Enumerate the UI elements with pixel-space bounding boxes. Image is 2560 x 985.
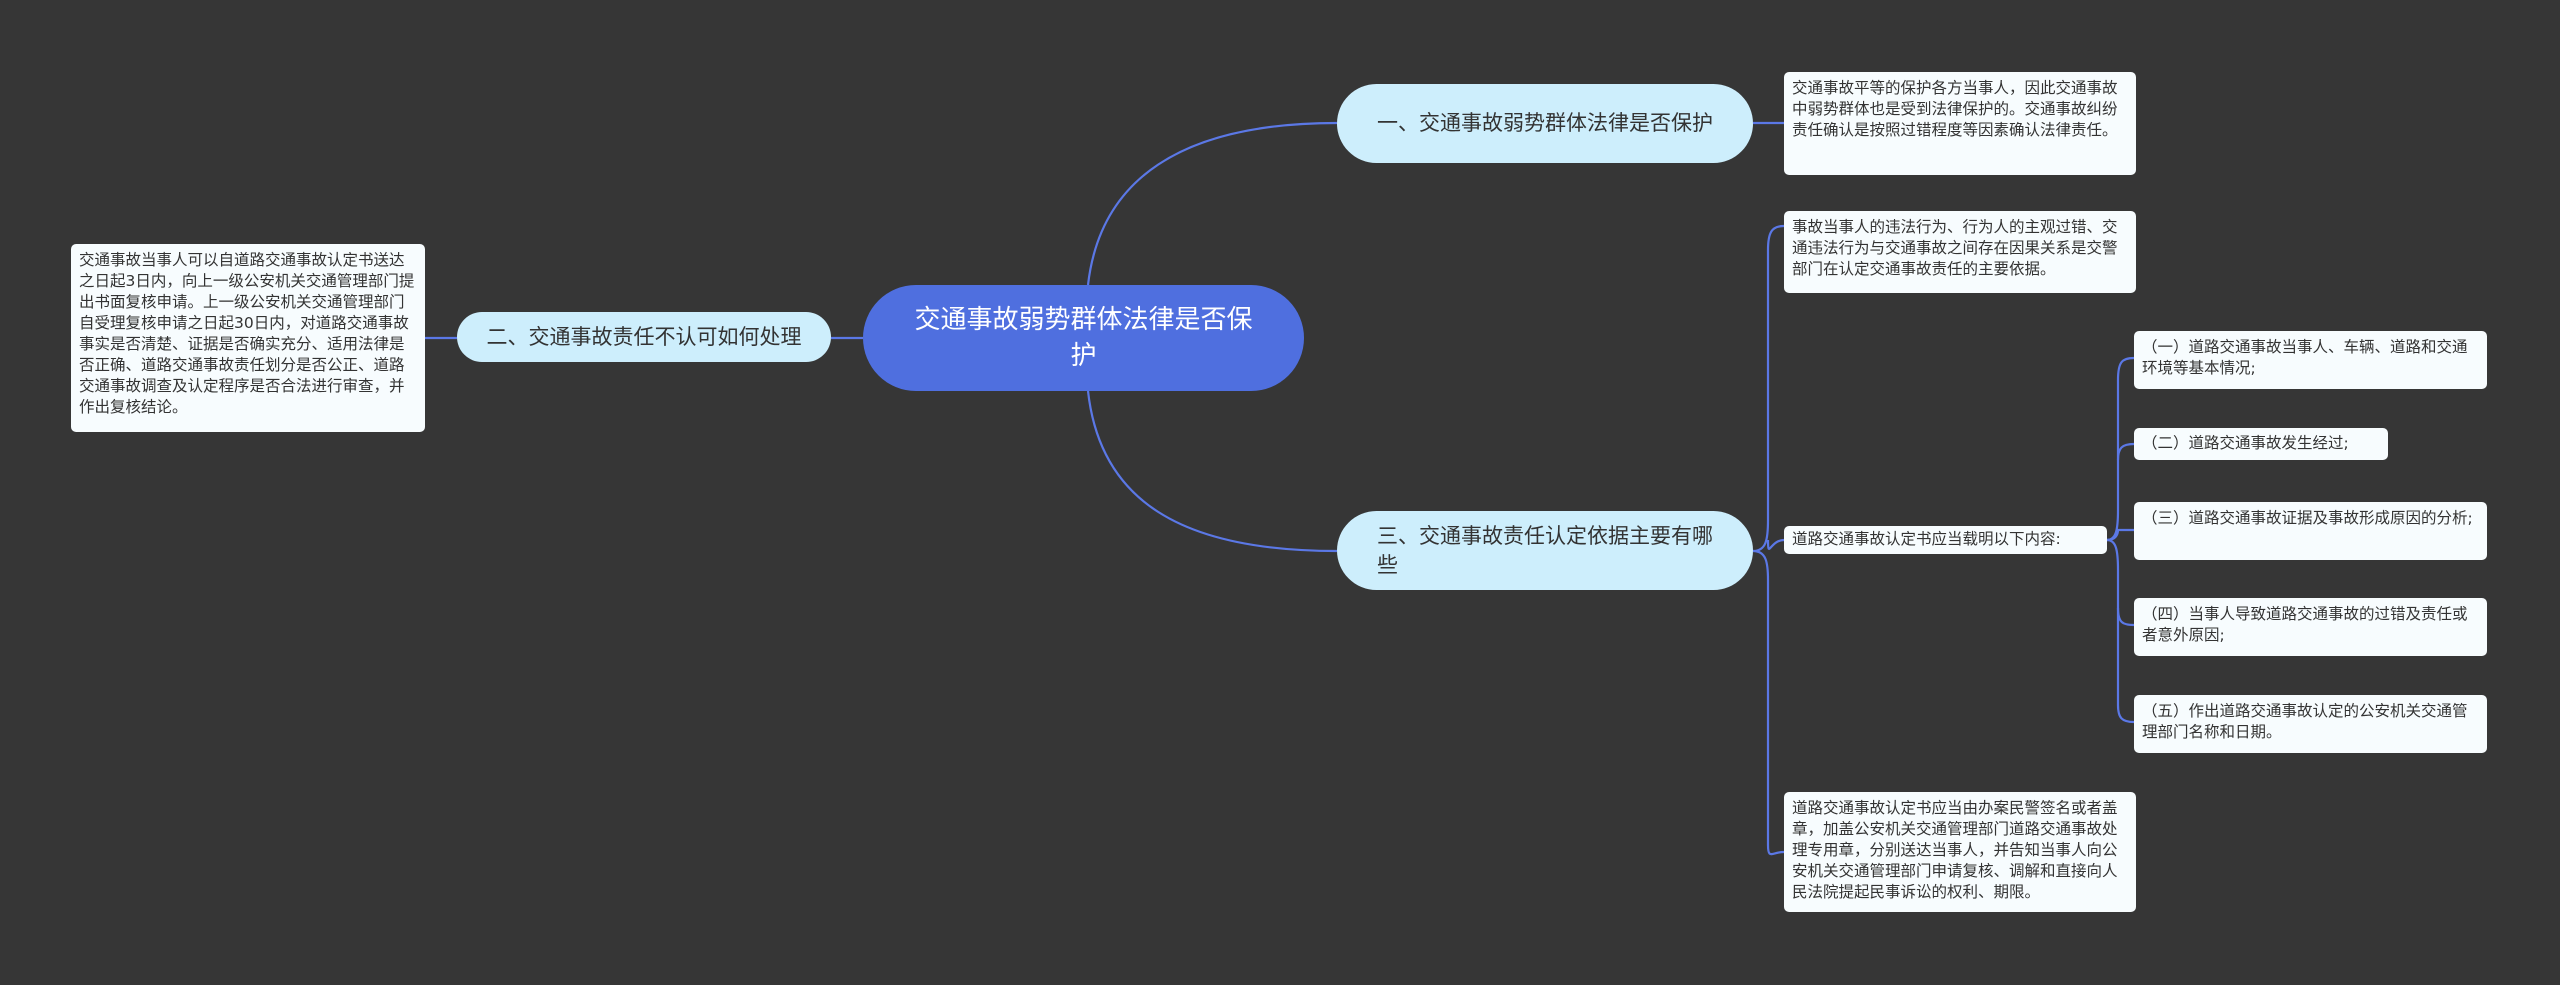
sub-item-5[interactable]: （五）作出道路交通事故认定的公安机关交通管理部门名称和日期。 [2134, 695, 2487, 753]
root-topic[interactable]: 交通事故弱势群体法律是否保护 [863, 285, 1304, 391]
sub-item-2[interactable]: （二）道路交通事故发生经过; [2134, 428, 2388, 460]
leaf-branch-1-detail[interactable]: 交通事故平等的保护各方当事人，因此交通事故中弱势群体也是受到法律保护的。交通事故… [1784, 72, 2136, 175]
leaf-branch-2-detail[interactable]: 交通事故当事人可以自道路交通事故认定书送达之日起3日内，向上一级公安机关交通管理… [71, 244, 425, 432]
sub-item-3[interactable]: （三）道路交通事故证据及事故形成原因的分析; [2134, 502, 2487, 560]
branch-3[interactable]: 三、交通事故责任认定依据主要有哪些 [1337, 511, 1753, 590]
connector-leaf-sub-items [2106, 356, 2135, 542]
sub-item-1[interactable]: （一）道路交通事故当事人、车辆、道路和交通环境等基本情况; [2134, 331, 2487, 389]
connector-root-branch-3 [1086, 390, 1338, 553]
leaf-branch-3-signature[interactable]: 道路交通事故认定书应当由办案民警签名或者盖章，加盖公安机关交通管理部门道路交通事… [1784, 792, 2136, 912]
connector-root-branch-1 [1086, 121, 1338, 286]
connector-branch-3-leaves [1752, 224, 1785, 553]
leaf-branch-3-contents[interactable]: 道路交通事故认定书应当载明以下内容: [1784, 526, 2107, 554]
leaf-branch-3-basis[interactable]: 事故当事人的违法行为、行为人的主观过错、交通违法行为与交通事故之间存在因果关系是… [1784, 211, 2136, 293]
branch-2[interactable]: 二、交通事故责任不认可如何处理 [457, 312, 831, 362]
sub-item-4[interactable]: （四）当事人导致道路交通事故的过错及责任或者意外原因; [2134, 598, 2487, 656]
branch-1[interactable]: 一、交通事故弱势群体法律是否保护 [1337, 84, 1753, 163]
